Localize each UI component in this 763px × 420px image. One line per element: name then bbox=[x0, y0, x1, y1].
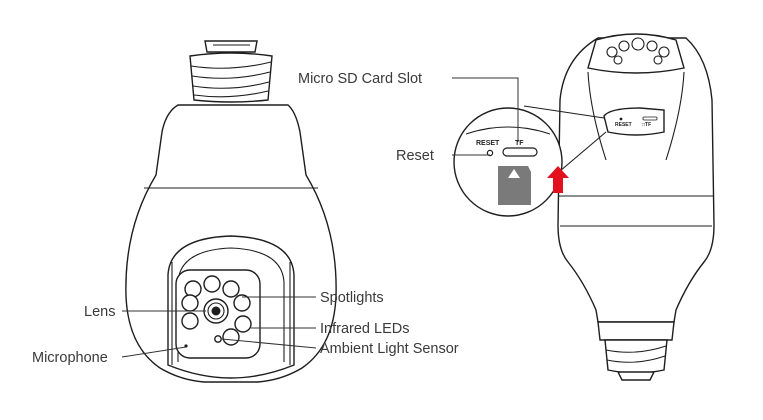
tf-marking: TF bbox=[515, 140, 524, 147]
reset-marking: RESET bbox=[476, 140, 500, 147]
svg-text:□TF: □TF bbox=[642, 122, 651, 128]
camera-body-rear bbox=[557, 37, 715, 323]
tf-slot-icon bbox=[502, 147, 538, 157]
reset-hole-icon bbox=[486, 149, 494, 157]
sd-slot-callout: RESET TF bbox=[453, 105, 607, 217]
top-led-cluster bbox=[606, 37, 670, 65]
label-microphone: Microphone bbox=[32, 350, 108, 366]
insert-arrow-icon bbox=[547, 166, 569, 193]
spotlight-led bbox=[233, 294, 251, 312]
screw-base-front bbox=[189, 40, 273, 103]
sd-card-icon bbox=[498, 166, 531, 205]
lens-icon bbox=[203, 298, 229, 324]
ambient-light-sensor-icon bbox=[214, 335, 222, 343]
svg-text:RESET: RESET bbox=[615, 122, 632, 128]
label-spotlights: Spotlights bbox=[320, 290, 384, 306]
label-ambient-light-sensor: Ambient Light Sensor bbox=[320, 341, 459, 357]
label-micro-sd-card-slot: Micro SD Card Slot bbox=[298, 71, 422, 87]
leader-lines bbox=[121, 77, 519, 358]
infrared-led-ring bbox=[181, 275, 252, 346]
label-reset: Reset bbox=[396, 148, 434, 164]
camera-rear-view: RESET □TF bbox=[557, 33, 715, 381]
label-lens: Lens bbox=[84, 304, 115, 320]
label-infrared-leds: Infrared LEDs bbox=[320, 321, 409, 337]
camera-front-view bbox=[125, 40, 337, 383]
